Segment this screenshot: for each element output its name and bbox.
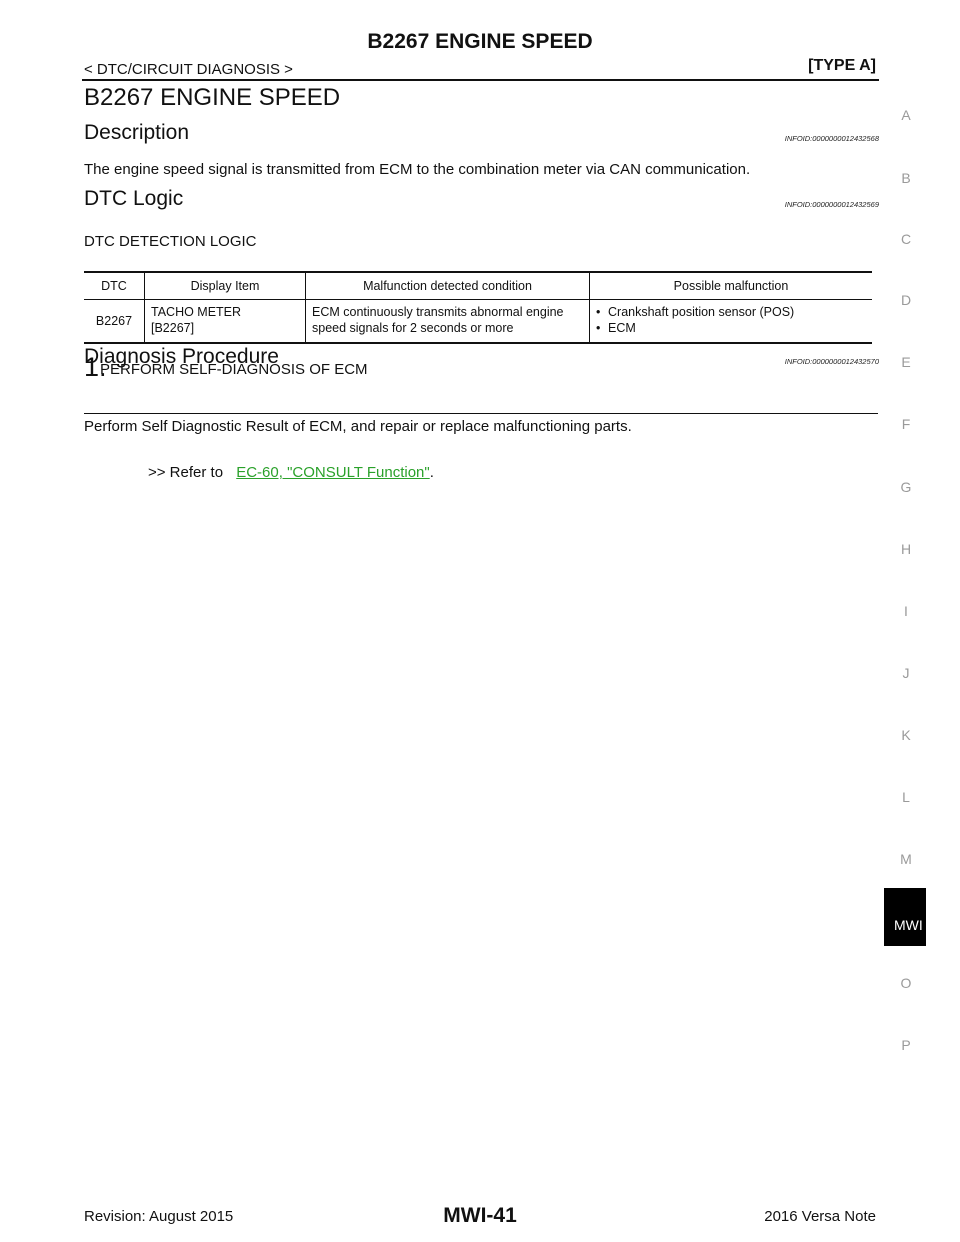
table-row: B2267 TACHO METER [B2267] ECM continuous… <box>84 299 872 344</box>
diagnosis-infoid: INFOID:0000000012432570 <box>784 357 879 366</box>
description-infoid: INFOID:0000000012432568 <box>784 134 879 143</box>
footer-model: 2016 Versa Note <box>764 1208 876 1225</box>
side-index-letter[interactable]: D <box>900 292 912 308</box>
dtc-detection-logic-heading: DTC DETECTION LOGIC <box>84 233 257 250</box>
breadcrumb: < DTC/CIRCUIT DIAGNOSIS > <box>84 61 293 78</box>
side-index-letter[interactable]: M <box>900 851 912 867</box>
col-header-dtc: DTC <box>84 271 145 300</box>
side-index-letter[interactable]: G <box>900 479 912 495</box>
footer-page-number: MWI-41 <box>443 1204 517 1227</box>
condition-line: ECM continuously transmits abnormal engi… <box>312 305 564 319</box>
col-header-condition: Malfunction detected condition <box>305 271 590 300</box>
side-index-letter[interactable]: L <box>902 789 910 805</box>
side-index-letter[interactable]: C <box>900 231 912 247</box>
side-index-active-tab[interactable]: MWI <box>884 888 926 946</box>
refer-suffix: . <box>429 464 434 481</box>
header-title: B2267 ENGINE SPEED <box>367 30 593 53</box>
footer-revision: Revision: August 2015 <box>84 1208 234 1225</box>
side-index-letter[interactable]: A <box>901 107 911 123</box>
dtc-table: DTC Display Item Malfunction detected co… <box>84 271 872 344</box>
side-index-letter[interactable]: E <box>901 354 911 370</box>
page-title: B2267 ENGINE SPEED <box>84 84 341 111</box>
description-heading: Description <box>84 121 190 144</box>
table-header-row: DTC Display Item Malfunction detected co… <box>84 271 872 300</box>
type-label: [TYPE A] <box>808 57 876 74</box>
display-item-code: [B2267] <box>151 321 195 335</box>
description-text: The engine speed signal is transmitted f… <box>84 161 751 178</box>
condition-line: speed signals for 2 seconds or more <box>312 321 514 335</box>
dtc-logic-infoid: INFOID:0000000012432569 <box>784 200 879 209</box>
cell-dtc: B2267 <box>84 299 145 344</box>
side-index-letter[interactable]: J <box>902 665 910 681</box>
side-index-letter[interactable]: K <box>901 727 911 743</box>
side-index-letter[interactable]: I <box>904 603 908 619</box>
cell-possible-malfunction: Crankshaft position sensor (POS) ECM <box>589 299 872 344</box>
step-divider <box>84 413 878 414</box>
side-index-letter[interactable]: B <box>901 170 911 186</box>
dtc-logic-heading: DTC Logic <box>84 187 184 210</box>
col-header-display-item: Display Item <box>144 271 306 300</box>
malfunction-item: ECM <box>596 320 866 336</box>
consult-function-link[interactable]: EC-60, "CONSULT Function" <box>236 464 430 481</box>
col-header-possible-malfunction: Possible malfunction <box>589 271 872 300</box>
refer-prefix: >> Refer to <box>148 464 224 481</box>
side-index-letter[interactable]: H <box>900 541 912 557</box>
diagnosis-heading: Diagnosis Procedure <box>84 345 279 368</box>
active-tab-label: MWI <box>894 917 923 933</box>
side-index-letter[interactable]: F <box>901 416 911 432</box>
step-title: PERFORM SELF-DIAGNOSIS OF ECM <box>100 361 368 378</box>
cell-display-item: TACHO METER [B2267] <box>144 299 306 344</box>
header-divider <box>82 79 879 81</box>
side-index-letter[interactable]: O <box>900 975 912 991</box>
cell-condition: ECM continuously transmits abnormal engi… <box>305 299 590 344</box>
display-item-line: TACHO METER <box>151 305 242 319</box>
step-number: 1. <box>84 352 107 382</box>
side-index-letter[interactable]: P <box>901 1037 911 1053</box>
refer-line: >> Refer to EC-60, "CONSULT Function". <box>148 464 434 481</box>
step-text: Perform Self Diagnostic Result of ECM, a… <box>84 418 632 435</box>
malfunction-item: Crankshaft position sensor (POS) <box>596 304 866 320</box>
